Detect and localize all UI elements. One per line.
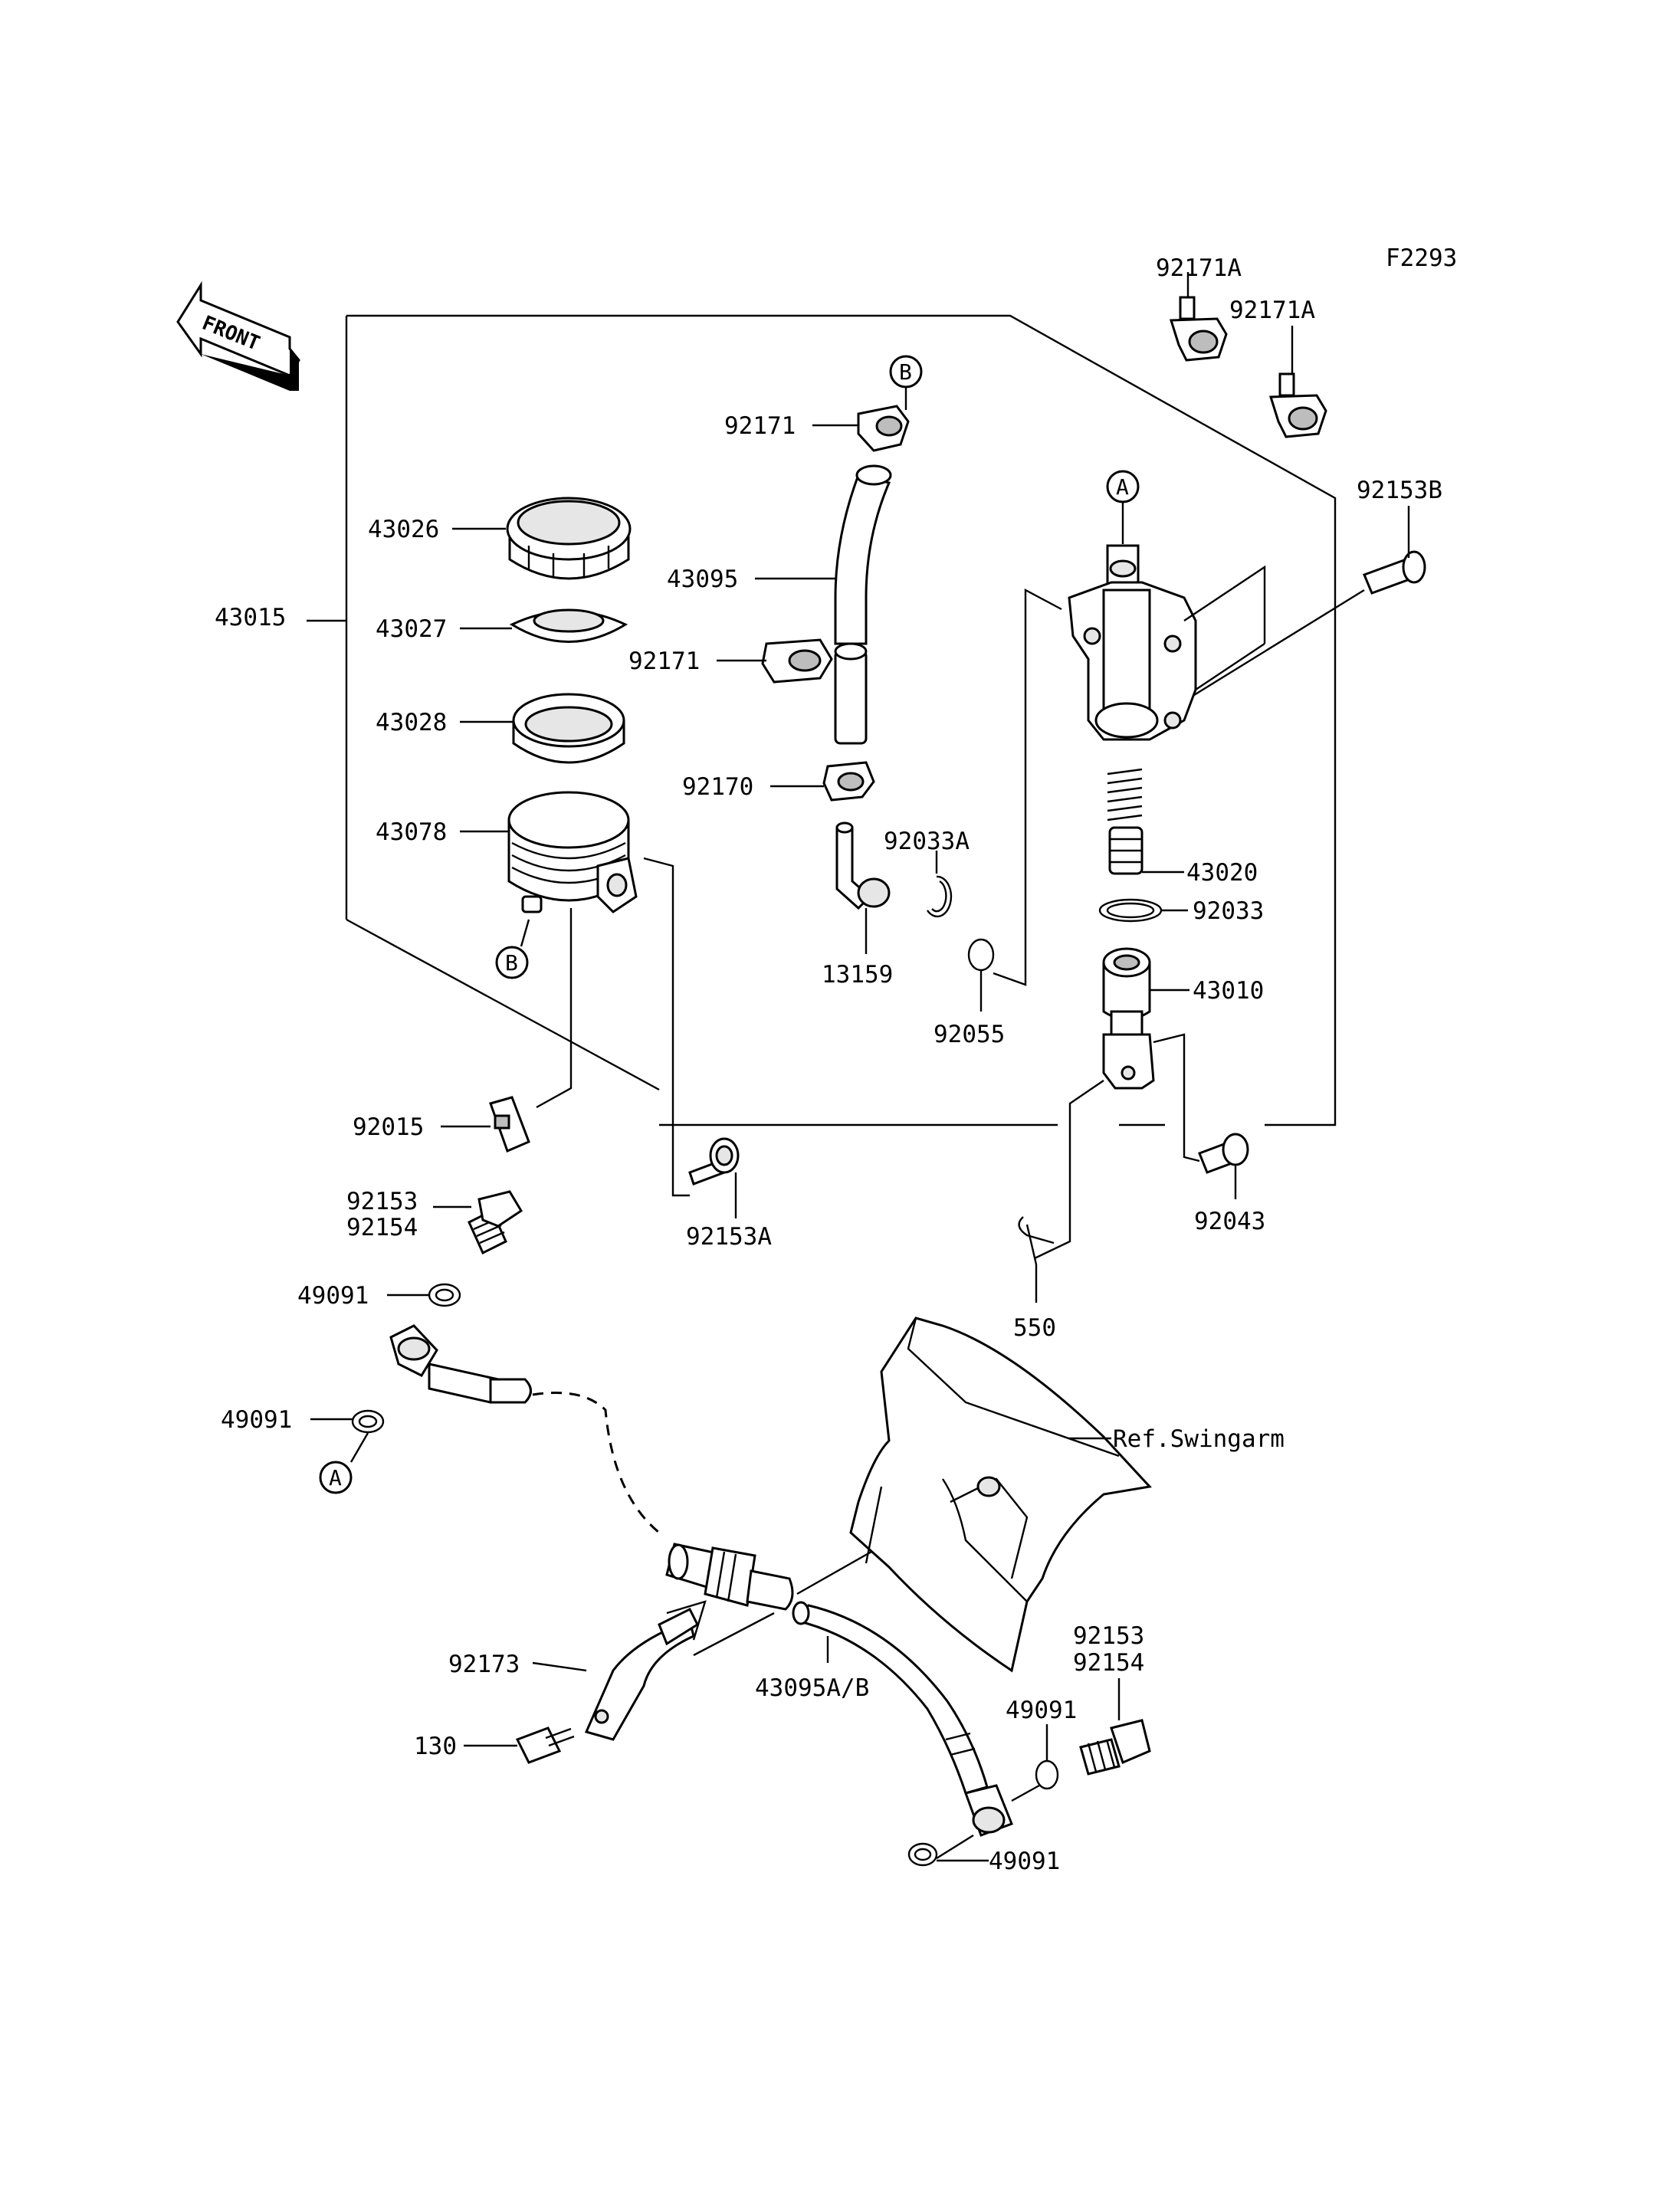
clamp-92171-mid bbox=[761, 638, 833, 684]
label-43026: 43026 bbox=[368, 516, 439, 543]
front-arrow-icon: FRONT bbox=[176, 280, 300, 391]
label-130: 130 bbox=[414, 1733, 457, 1760]
marker-a-top-text: A bbox=[1116, 474, 1129, 500]
marker-a-left-text: A bbox=[329, 1465, 342, 1490]
push-rod-43010 bbox=[1102, 947, 1155, 1090]
label-49091-mid: 49091 bbox=[1006, 1697, 1077, 1724]
label-92171a-1: 92171A bbox=[1156, 254, 1242, 282]
diaphragm-43028 bbox=[512, 693, 625, 764]
diaphragm-plate-43027 bbox=[509, 608, 628, 643]
marker-b-top-text: B bbox=[899, 359, 912, 385]
label-43078: 43078 bbox=[376, 818, 447, 846]
bolt-92153a bbox=[688, 1137, 740, 1185]
label-92173: 92173 bbox=[448, 1651, 520, 1678]
marker-b-left-text: B bbox=[505, 950, 518, 976]
washer-49091-top bbox=[428, 1283, 461, 1307]
label-43028: 43028 bbox=[376, 709, 447, 736]
banjo-fitting-left bbox=[389, 1324, 532, 1404]
master-cylinder-body bbox=[1068, 544, 1197, 741]
bolt-92153b bbox=[1363, 550, 1426, 595]
banjo-fitting-right bbox=[964, 1784, 1013, 1837]
label-92043: 92043 bbox=[1194, 1208, 1265, 1235]
bolt-130 bbox=[515, 1726, 575, 1764]
label-49091-bot: 49091 bbox=[989, 1848, 1060, 1875]
label-43027: 43027 bbox=[376, 615, 447, 643]
label-92154-top: 92154 bbox=[346, 1214, 418, 1241]
label-92171-top: 92171 bbox=[724, 412, 796, 440]
fitting-13159 bbox=[835, 821, 891, 910]
reservoir-43078 bbox=[507, 791, 638, 913]
bracket-92173 bbox=[584, 1600, 707, 1741]
banjo-bolt-92153-top bbox=[468, 1190, 523, 1255]
label-92171a-2: 92171A bbox=[1229, 297, 1315, 324]
reservoir-cap-43026 bbox=[506, 497, 632, 580]
marker-a-left bbox=[319, 1461, 353, 1494]
label-92171-mid: 92171 bbox=[628, 648, 700, 675]
label-92153a: 92153A bbox=[686, 1223, 772, 1251]
clip-92015 bbox=[489, 1096, 530, 1153]
hose-43095 bbox=[834, 464, 892, 645]
label-92153b: 92153B bbox=[1357, 477, 1442, 504]
figure-code: F2293 bbox=[1386, 244, 1457, 272]
label-49091-top: 49091 bbox=[297, 1282, 369, 1310]
hose-dashed-run bbox=[532, 1392, 660, 1534]
label-43015: 43015 bbox=[215, 604, 286, 631]
clamp-92171a-upper bbox=[1169, 296, 1228, 362]
banjo-bolt-92153-bot bbox=[1079, 1719, 1151, 1776]
label-92033a: 92033A bbox=[884, 828, 970, 855]
pin-92043 bbox=[1198, 1133, 1249, 1174]
washer-49091-bot bbox=[907, 1842, 938, 1867]
label-13159: 13159 bbox=[822, 961, 893, 989]
hose-joint bbox=[665, 1543, 794, 1611]
clamp-92171-top bbox=[857, 405, 910, 452]
label-92015: 92015 bbox=[353, 1113, 424, 1141]
label-43095: 43095 bbox=[667, 566, 738, 593]
washer-49091-left bbox=[351, 1409, 385, 1434]
circlip-92033 bbox=[1098, 898, 1163, 923]
label-92055: 92055 bbox=[934, 1021, 1005, 1048]
oring-92055 bbox=[967, 938, 995, 972]
circlip-92033a bbox=[927, 875, 953, 918]
assembly-bracket-lines bbox=[307, 314, 1337, 1126]
label-43095ab: 43095A/B bbox=[755, 1674, 869, 1702]
label-92153-bot: 92153 bbox=[1073, 1622, 1144, 1650]
label-43020: 43020 bbox=[1186, 859, 1258, 887]
ref-swingarm-label: Ref.Swingarm bbox=[1113, 1425, 1285, 1453]
label-92033: 92033 bbox=[1193, 897, 1264, 925]
cotter-pin-550 bbox=[1018, 1216, 1055, 1265]
hose-43095-lower bbox=[834, 642, 868, 745]
label-49091-left: 49091 bbox=[221, 1406, 292, 1434]
swingarm-reference bbox=[849, 1317, 1152, 1673]
spring-piston-43020 bbox=[1107, 768, 1144, 875]
washer-49091-mid bbox=[1035, 1759, 1059, 1790]
label-92154-bot: 92154 bbox=[1073, 1649, 1144, 1677]
label-92153-top: 92153 bbox=[346, 1188, 418, 1215]
marker-b-left bbox=[495, 946, 529, 979]
clamp-92170 bbox=[822, 761, 875, 802]
clamp-92171a-lower bbox=[1268, 372, 1327, 438]
label-43010: 43010 bbox=[1193, 977, 1264, 1005]
label-92170: 92170 bbox=[682, 773, 753, 801]
label-550: 550 bbox=[1013, 1314, 1056, 1342]
